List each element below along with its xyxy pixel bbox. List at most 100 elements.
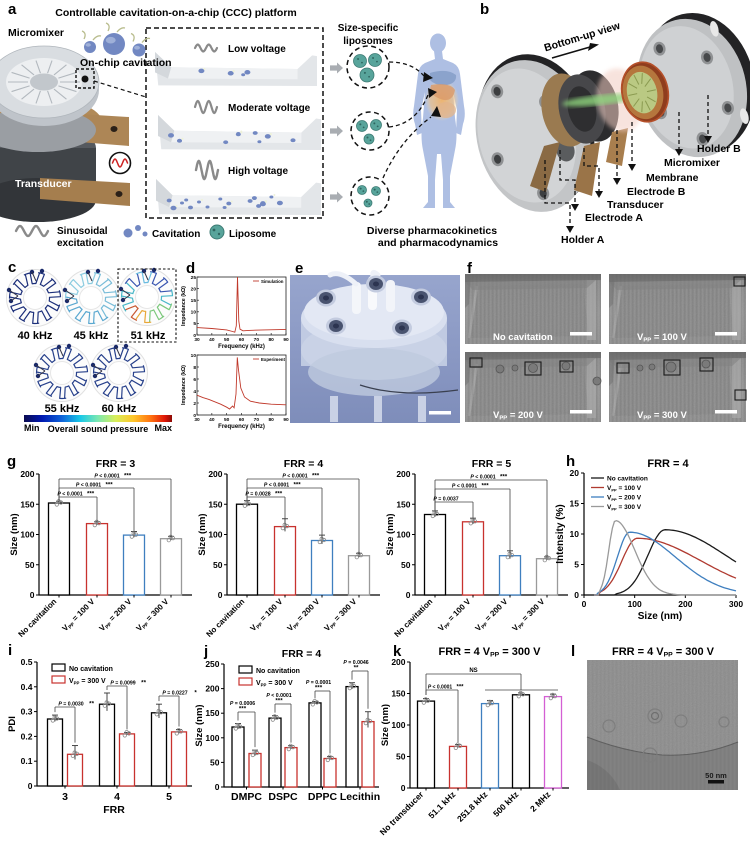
svg-text:Intensity (%): Intensity (%) (555, 504, 566, 563)
svg-text:100: 100 (205, 733, 219, 743)
svg-text:d: d (186, 260, 195, 277)
svg-text:40: 40 (209, 417, 215, 423)
svg-text:50: 50 (213, 560, 223, 570)
svg-text:Frequency (kHz): Frequency (kHz) (218, 424, 265, 430)
svg-text:0: 0 (30, 590, 35, 600)
svg-text:FRR = 4: FRR = 4 (282, 648, 322, 660)
svg-text:200: 200 (396, 469, 410, 479)
svg-text:40: 40 (209, 337, 215, 343)
svg-text:Micromixer: Micromixer (664, 157, 720, 169)
svg-text:30: 30 (194, 337, 200, 343)
svg-text:Liposome: Liposome (229, 229, 277, 240)
svg-text:P = 0.0030: P = 0.0030 (58, 701, 83, 707)
svg-text:0: 0 (193, 413, 196, 419)
svg-text:50: 50 (401, 560, 411, 570)
svg-text:6: 6 (193, 377, 196, 383)
svg-text:50: 50 (210, 757, 220, 767)
svg-text:Holder B: Holder B (697, 143, 741, 155)
svg-text:4: 4 (114, 791, 120, 803)
svg-text:***: *** (500, 473, 508, 480)
svg-text:Transducer: Transducer (607, 199, 664, 211)
svg-text:150: 150 (205, 708, 219, 718)
svg-text:3: 3 (62, 791, 68, 803)
svg-text:200: 200 (20, 469, 34, 479)
svg-text:50: 50 (224, 417, 230, 423)
svg-text:P = 0.0028: P = 0.0028 (245, 491, 270, 497)
svg-text:VPP = 200 V: VPP = 200 V (607, 495, 642, 503)
svg-text:Holder A: Holder A (561, 234, 605, 246)
svg-text:Frequency (kHz): Frequency (kHz) (218, 344, 265, 350)
svg-text:P = 0.0037: P = 0.0037 (433, 496, 458, 502)
svg-text:80: 80 (268, 337, 274, 343)
svg-text:P = 0.0227: P = 0.0227 (162, 690, 187, 696)
svg-text:20: 20 (570, 468, 580, 478)
svg-text:5: 5 (574, 560, 579, 570)
svg-text:excitation: excitation (57, 238, 104, 249)
svg-text:***: *** (124, 472, 132, 479)
svg-text:60: 60 (239, 337, 245, 343)
svg-text:Size (nm): Size (nm) (385, 513, 396, 555)
svg-text:***: *** (239, 705, 247, 712)
svg-text:300: 300 (729, 599, 743, 609)
svg-text:Min: Min (24, 423, 40, 433)
svg-text:Size (nm): Size (nm) (194, 704, 205, 746)
svg-text:90: 90 (283, 337, 289, 343)
svg-text:100: 100 (208, 530, 222, 540)
svg-text:45 kHz: 45 kHz (74, 330, 109, 342)
svg-text:VPP = 200 V: VPP = 200 V (493, 410, 544, 422)
svg-text:50: 50 (224, 337, 230, 343)
svg-text:***: *** (312, 472, 320, 479)
svg-text:Size (nm): Size (nm) (638, 611, 682, 622)
svg-text:0.2: 0.2 (21, 731, 33, 741)
svg-text:150: 150 (20, 499, 34, 509)
svg-text:***: *** (275, 697, 283, 704)
svg-text:P < 0.0001: P < 0.0001 (264, 482, 289, 488)
svg-text:50: 50 (25, 560, 35, 570)
svg-text:200: 200 (391, 657, 405, 667)
svg-text:e: e (295, 260, 303, 277)
svg-text:P < 0.0001: P < 0.0001 (428, 684, 453, 690)
svg-text:P < 0.0001: P < 0.0001 (452, 483, 477, 489)
svg-text:i: i (8, 642, 12, 659)
svg-text:j: j (203, 643, 208, 660)
svg-text:DSPC: DSPC (268, 791, 298, 803)
svg-text:0: 0 (215, 782, 220, 792)
svg-text:c: c (8, 259, 16, 276)
svg-text:High voltage: High voltage (228, 166, 288, 177)
svg-text:70: 70 (254, 337, 260, 343)
svg-text:***: *** (293, 481, 301, 488)
svg-text:2: 2 (193, 401, 196, 407)
svg-text:60: 60 (239, 417, 245, 423)
svg-text:**: ** (141, 679, 146, 686)
svg-text:Sinusoidal: Sinusoidal (57, 226, 108, 237)
svg-text:Transducer: Transducer (15, 178, 72, 190)
svg-text:g: g (7, 453, 16, 470)
svg-text:P < 0.0001: P < 0.0001 (470, 474, 495, 480)
svg-text:15: 15 (191, 298, 197, 304)
svg-text:10: 10 (191, 310, 197, 316)
svg-text:VPP = 100 V: VPP = 100 V (607, 485, 642, 493)
svg-text:0.5: 0.5 (21, 657, 33, 667)
svg-text:200: 200 (205, 684, 219, 694)
svg-text:Electrode B: Electrode B (627, 186, 686, 198)
svg-text:80: 80 (268, 417, 274, 423)
svg-text:200: 200 (678, 599, 692, 609)
svg-text:P < 0.0001: P < 0.0001 (57, 491, 82, 497)
svg-text:200: 200 (208, 469, 222, 479)
svg-text:PDI: PDI (7, 716, 18, 732)
svg-text:FRR = 4 VPP = 300 V: FRR = 4 VPP = 300 V (612, 646, 715, 659)
svg-text:50 nm: 50 nm (705, 771, 727, 780)
svg-text:0.1: 0.1 (21, 756, 33, 766)
svg-text:Size-specific: Size-specific (338, 23, 399, 34)
svg-text:and pharmacodynamics: and pharmacodynamics (378, 237, 498, 249)
svg-text:100: 100 (396, 530, 410, 540)
svg-text:90: 90 (283, 417, 289, 423)
svg-text:a: a (8, 1, 17, 18)
svg-text:70: 70 (254, 417, 260, 423)
svg-text:10: 10 (191, 353, 197, 359)
svg-text:Membrane: Membrane (646, 172, 699, 184)
svg-text:25: 25 (191, 275, 197, 281)
svg-text:**: ** (89, 700, 94, 707)
svg-text:No cavitation: No cavitation (607, 476, 648, 483)
svg-text:No cavitation: No cavitation (493, 332, 553, 343)
